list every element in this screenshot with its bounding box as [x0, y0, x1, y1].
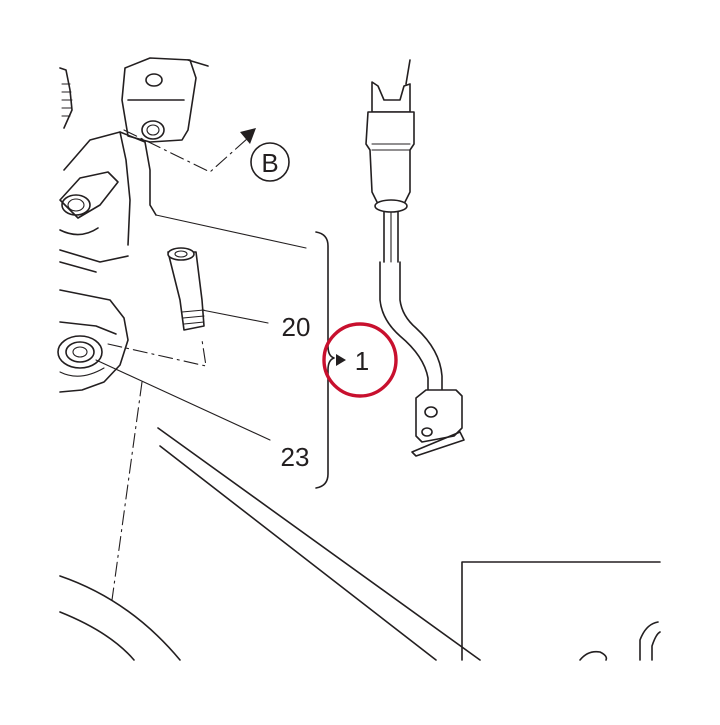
part-20-label: 20 [282, 312, 311, 342]
part-1-callout: 1 [322, 322, 398, 398]
housing-assembly [57, 57, 209, 393]
lower-assembly [59, 427, 661, 661]
part-20-screw [167, 247, 269, 331]
part-23-leader [95, 359, 271, 441]
part-23-label: 23 [281, 442, 310, 472]
highlight-circle [322, 322, 398, 398]
centerlines [107, 129, 249, 601]
view-b-callout: B [250, 142, 290, 182]
view-b-arrow [240, 128, 256, 144]
part-1-label: 1 [355, 346, 369, 376]
sensor-part-1 [365, 59, 465, 457]
group-bracket [315, 231, 335, 489]
housing-leader [155, 214, 307, 249]
view-b-label: B [261, 148, 278, 178]
